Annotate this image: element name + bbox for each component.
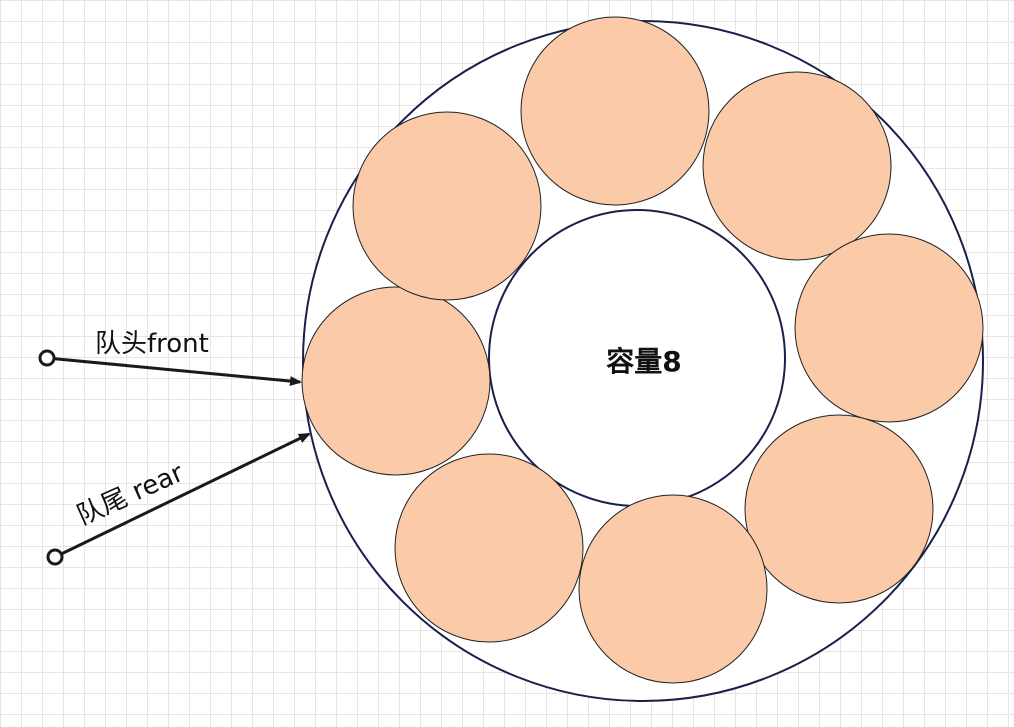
- queue-slot: [578, 494, 768, 684]
- front-pointer-arrow: [46, 356, 302, 387]
- front-pointer-label: 队头front: [95, 329, 209, 359]
- queue-slot: [702, 71, 892, 261]
- queue-slot: [352, 111, 542, 301]
- rear-pointer-arrow: [54, 432, 311, 559]
- queue-slot: [744, 414, 934, 604]
- queue-slot: [520, 16, 710, 206]
- queue-slot: [794, 233, 984, 423]
- queue-slot: [394, 453, 584, 643]
- rear-pointer-origin: [46, 548, 64, 566]
- capacity-label: 容量8: [606, 345, 681, 378]
- queue-slot: [301, 286, 491, 476]
- front-pointer-origin: [38, 349, 56, 367]
